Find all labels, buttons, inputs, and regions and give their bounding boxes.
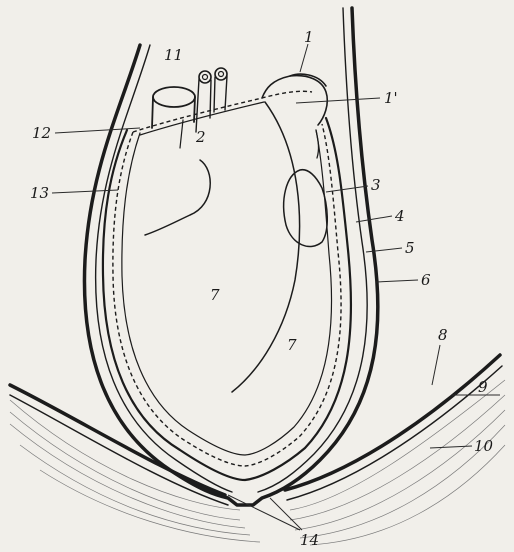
spermatic-cord [145,68,227,235]
label-7-lower: 7 [287,336,297,354]
label-7-upper: 7 [210,286,220,304]
label-14: 14 [300,531,319,549]
outer-wall-right [285,355,502,500]
label-5: 5 [405,239,415,257]
subcutaneous-tissue-lines [10,380,505,545]
label-8: 8 [438,326,448,344]
label-13: 13 [30,184,49,202]
vaginal-tunic-dashed [113,91,341,466]
labels: 1 1' 2 3 4 5 6 7 7 8 9 10 11 12 13 14 [30,28,494,549]
outer-tunic [84,8,377,505]
label-3: 3 [371,176,381,194]
label-2: 2 [195,128,206,146]
label-1-prime: 1' [384,89,398,107]
label-leader-lines [52,44,500,530]
label-9: 9 [478,378,488,396]
label-12: 12 [32,124,51,142]
label-1: 1 [304,28,314,46]
label-10: 10 [474,437,494,455]
cord-covering [262,74,327,125]
label-4: 4 [394,207,405,225]
epididymis [284,130,328,247]
label-11: 11 [164,46,183,64]
label-6: 6 [421,271,431,289]
middle-tunic [103,118,351,480]
